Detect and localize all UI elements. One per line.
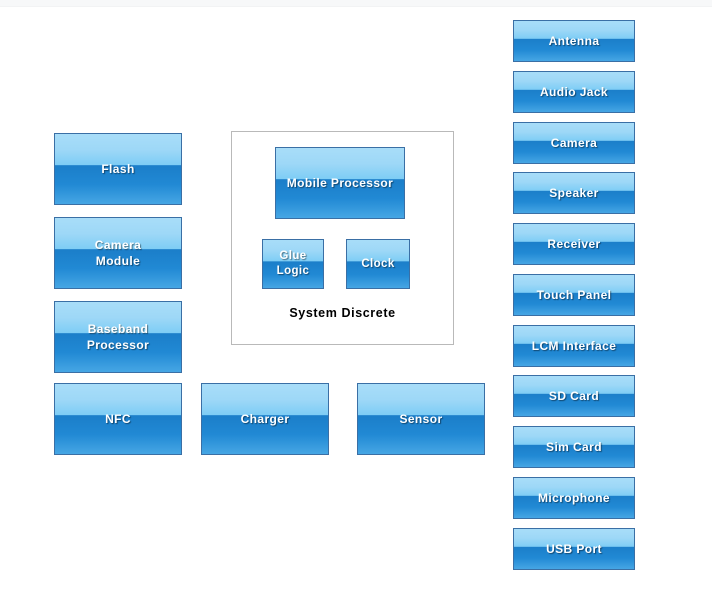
block-sensor[interactable]: Sensor xyxy=(357,383,485,455)
block-nfc[interactable]: NFC xyxy=(54,383,182,455)
block-antenna[interactable]: Antenna xyxy=(513,20,635,62)
block-mobile-processor[interactable]: Mobile Processor xyxy=(275,147,405,219)
block-sim-card[interactable]: Sim Card xyxy=(513,426,635,468)
block-touch-panel[interactable]: Touch Panel xyxy=(513,274,635,316)
system-discrete-caption: System Discrete xyxy=(289,306,396,320)
block-speaker[interactable]: Speaker xyxy=(513,172,635,214)
system-discrete-container xyxy=(231,131,454,345)
block-audio-jack[interactable]: Audio Jack xyxy=(513,71,635,113)
block-camera[interactable]: Camera xyxy=(513,122,635,164)
block-microphone[interactable]: Microphone xyxy=(513,477,635,519)
block-glue-logic[interactable]: Glue Logic xyxy=(262,239,324,289)
block-sd-card[interactable]: SD Card xyxy=(513,375,635,417)
block-charger[interactable]: Charger xyxy=(201,383,329,455)
block-lcm-interface[interactable]: LCM Interface xyxy=(513,325,635,367)
block-flash[interactable]: Flash xyxy=(54,133,182,205)
top-edge-strip xyxy=(0,0,712,7)
block-receiver[interactable]: Receiver xyxy=(513,223,635,265)
block-clock[interactable]: Clock xyxy=(346,239,410,289)
block-camera-module[interactable]: Camera Module xyxy=(54,217,182,289)
block-baseband-processor[interactable]: Baseband Processor xyxy=(54,301,182,373)
block-usb-port[interactable]: USB Port xyxy=(513,528,635,570)
